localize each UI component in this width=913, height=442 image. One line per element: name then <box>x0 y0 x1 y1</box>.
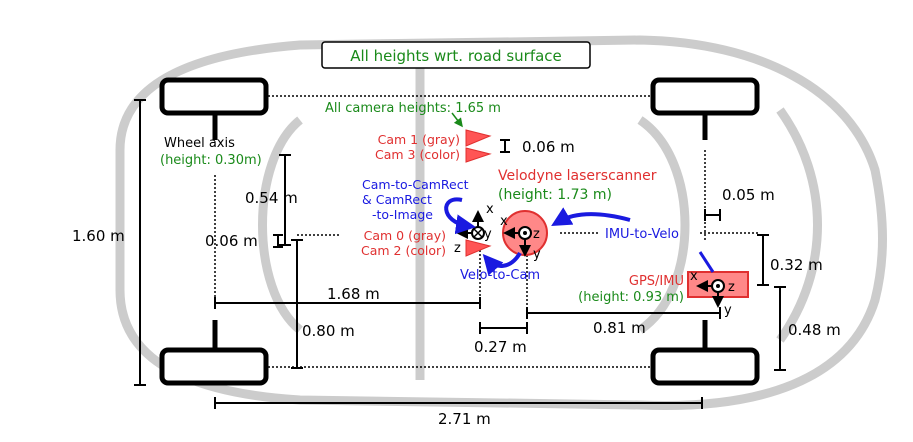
title-box <box>321 41 591 69</box>
dim-0-06-top: 0.06 m <box>522 138 575 156</box>
camera-heights-label: All camera heights: 1.65 m <box>325 101 501 116</box>
wheel-axis-height-label: (height: 0.30m) <box>160 153 262 168</box>
dim-0-06-front: 0.06 m <box>205 232 258 250</box>
camrect-label: & CamRect <box>362 192 432 207</box>
velo-axis-x: x <box>500 214 508 229</box>
dim-1-60: 1.60 m <box>72 227 125 245</box>
cam-axis-x: x <box>486 202 494 217</box>
cam-axis-z: z <box>454 241 461 256</box>
dim-1-68: 1.68 m <box>327 285 380 303</box>
dim-0-27: 0.27 m <box>474 338 527 356</box>
dim-0-80: 0.80 m <box>302 322 355 340</box>
gps-imu-label: GPS/IMU <box>629 274 684 289</box>
imu-axis-z: z <box>728 280 735 295</box>
imu-axis-x: x <box>690 269 698 284</box>
dim-2-71: 2.71 m <box>438 410 491 428</box>
dim-0-81: 0.81 m <box>593 319 646 337</box>
cameras-top <box>465 129 492 163</box>
dimension-lines <box>134 99 786 409</box>
wheels <box>159 77 760 386</box>
wheel-front-right <box>650 77 760 116</box>
velo-axis-y: y <box>533 247 541 262</box>
dim-0-54: 0.54 m <box>245 189 298 207</box>
velodyne-height-label: (height: 1.73 m) <box>498 187 612 203</box>
cam-axis-y: y <box>484 227 492 242</box>
cam2-label: Cam 2 (color) <box>361 243 446 258</box>
dim-0-48: 0.48 m <box>788 321 841 339</box>
wheel-axis-label: Wheel axis <box>164 136 235 151</box>
dim-0-05: 0.05 m <box>722 186 775 204</box>
wheel-front-left <box>159 77 269 116</box>
to-image-label: -to-Image <box>372 207 433 222</box>
wheel-rear-right <box>650 347 760 386</box>
velo-axis-z: z <box>533 227 540 242</box>
velodyne-label: Velodyne laserscanner <box>498 168 657 184</box>
dim-0-32: 0.32 m <box>770 256 823 274</box>
cam1-label: Cam 1 (gray) <box>378 132 460 147</box>
transform-arrows <box>444 112 715 276</box>
cam3-label: Cam 3 (color) <box>375 147 460 162</box>
gps-imu-height-label: (height: 0.93 m) <box>578 290 684 305</box>
car-outline <box>115 35 887 411</box>
title: All heights wrt. road surface <box>350 47 562 65</box>
velo-to-cam-label: Velo-to-Cam <box>460 268 540 283</box>
imu-to-velo-label: IMU-to-Velo <box>605 227 679 242</box>
wheel-rear-left <box>159 347 269 386</box>
cam-to-camrect-label: Cam-to-CamRect <box>362 177 469 192</box>
cam0-label: Cam 0 (gray) <box>364 228 446 243</box>
imu-axis-y: y <box>724 303 732 318</box>
cameras-front <box>465 239 492 257</box>
